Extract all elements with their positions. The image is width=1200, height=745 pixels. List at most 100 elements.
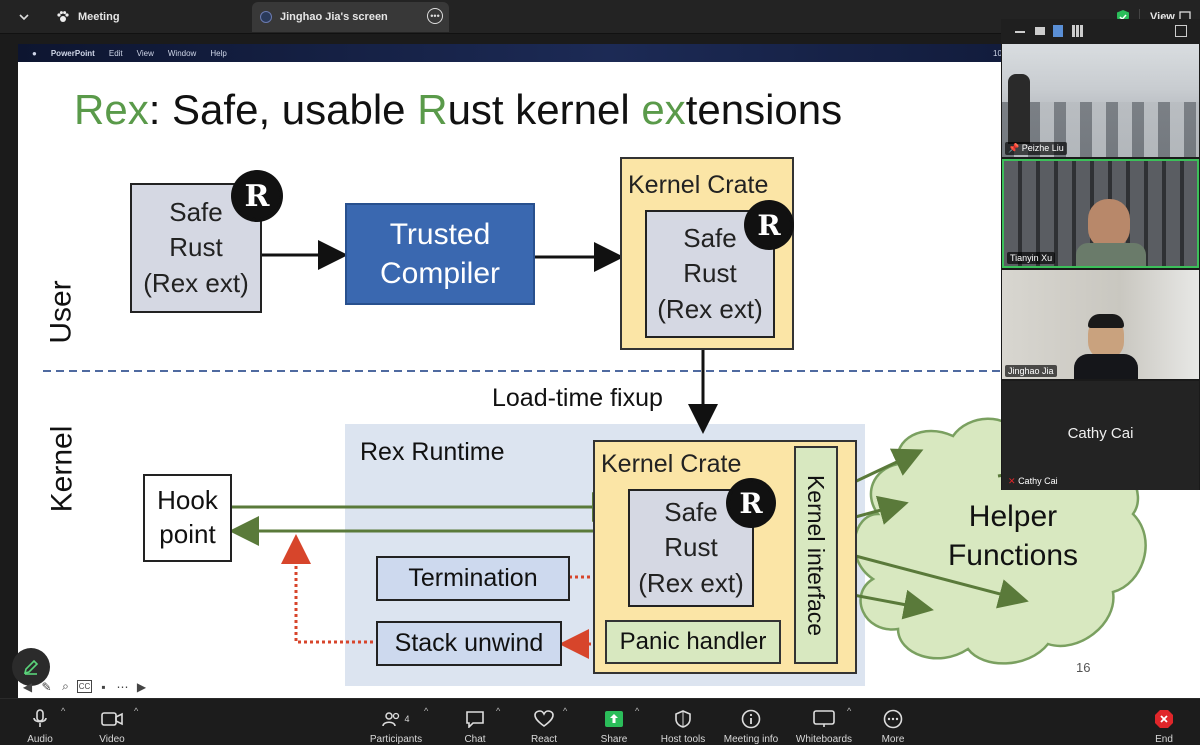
participant-name: 📌 Peizhe Liu: [1005, 142, 1067, 155]
whiteboard-icon: [813, 710, 835, 727]
slide-title: Rex: Safe, usable Rust kernel extensions: [74, 86, 842, 134]
kernel-interface-box: Kernel interface: [794, 446, 838, 664]
host-tools-button[interactable]: Host tools: [655, 701, 711, 745]
apple-icon: ●: [32, 48, 37, 58]
meeting-menu[interactable]: Meeting: [56, 0, 120, 34]
share-options-caret-icon[interactable]: ^: [635, 706, 640, 716]
title-part: : Safe, usable: [148, 86, 418, 133]
title-part: tensions: [685, 86, 843, 133]
presenter-figure: [1008, 74, 1030, 144]
prev-slide-icon[interactable]: ◀: [22, 679, 33, 694]
stack-unwind-box: Stack unwind: [376, 621, 562, 666]
video-gallery-panel: 📌 Peizhe Liu Tianyin Xu Jinghao Jia Cath…: [1001, 19, 1200, 490]
kernel-crate-label: Kernel Crate: [601, 450, 742, 478]
participants-button[interactable]: 4 Participants: [366, 701, 426, 745]
minimize-icon[interactable]: [1015, 31, 1025, 33]
hook-line: Hook: [157, 485, 218, 516]
zoom-icon[interactable]: ⌕: [62, 679, 69, 693]
more-label: More: [881, 734, 905, 745]
grid-view-icon[interactable]: [1072, 25, 1084, 37]
share-label: Share: [600, 734, 628, 745]
title-r: R: [417, 86, 448, 133]
tab-shared-screen[interactable]: Jinghao Jia's screen •••: [252, 2, 449, 32]
gallery-strip-icon[interactable]: [1053, 25, 1063, 37]
video-options-caret-icon[interactable]: ^: [134, 706, 139, 716]
whiteboards-options-caret-icon[interactable]: ^: [847, 706, 852, 716]
helper-functions-label: Helper Functions: [923, 494, 1103, 578]
participants-options-caret-icon[interactable]: ^: [424, 706, 429, 716]
kernel-label: Kernel: [45, 425, 78, 513]
ppt-menu-help: Help: [210, 48, 227, 58]
termination-box: Termination: [376, 556, 570, 601]
more-icon[interactable]: ⋯: [116, 679, 129, 694]
participant-display-name: Cathy Cai: [1067, 425, 1134, 442]
screen-share-avatar-icon: [260, 11, 272, 23]
video-tile-peizhe-liu[interactable]: 📌 Peizhe Liu: [1002, 44, 1199, 157]
user-label: User: [45, 280, 78, 344]
share-button[interactable]: Share: [594, 701, 634, 745]
video-tile-tianyin-xu[interactable]: Tianyin Xu: [1002, 159, 1199, 268]
meeting-info-label: Meeting info: [723, 734, 779, 745]
next-slide-icon[interactable]: ▶: [136, 679, 147, 694]
doc-line: Rust: [664, 532, 718, 563]
info-icon: [741, 709, 761, 729]
arrow-interface-cloud-3: [820, 533, 1029, 609]
chat-button[interactable]: Chat: [455, 701, 495, 745]
audio-options-caret-icon[interactable]: ^: [61, 706, 66, 716]
trusted-compiler-box: Trusted Compiler: [345, 203, 535, 305]
chat-options-caret-icon[interactable]: ^: [496, 706, 501, 716]
slide-page-number: 16: [1076, 660, 1091, 675]
compiler-line: Compiler: [379, 257, 501, 290]
rust-logo-icon: R: [726, 478, 776, 528]
participants-label: Participants: [369, 734, 423, 745]
meeting-info-button[interactable]: Meeting info: [720, 701, 782, 745]
annotate-pen-button[interactable]: [12, 648, 50, 686]
slide-navigation-tools: ◀ ✎ ⌕ CC ▪ ⋯ ▶: [20, 679, 149, 694]
share-screen-icon: [605, 711, 623, 727]
popout-icon[interactable]: [1175, 25, 1187, 37]
speaker-view-icon[interactable]: [1035, 27, 1045, 35]
ppt-app-name: PowerPoint: [50, 48, 95, 58]
audio-button[interactable]: Audio: [20, 701, 60, 745]
react-button[interactable]: React: [524, 701, 564, 745]
meeting-label: Meeting: [78, 11, 120, 23]
camera-icon[interactable]: ▪: [101, 679, 106, 694]
doc-line: (Rex ext): [657, 293, 763, 324]
microphone-icon: [33, 709, 47, 727]
end-call-icon: [1155, 710, 1173, 728]
doc-line: (Rex ext): [143, 267, 249, 298]
compiler-line: Trusted: [389, 218, 491, 251]
helper-line: Helper: [968, 500, 1058, 533]
hook-point-box: Hook point: [143, 474, 232, 562]
react-options-caret-icon[interactable]: ^: [563, 706, 568, 716]
title-ex: ex: [641, 86, 686, 133]
pen-tool-icon[interactable]: ✎: [41, 679, 52, 694]
arrow-unwind-to-hook: [281, 534, 373, 644]
title-part: ust kernel: [447, 86, 642, 133]
end-label: End: [1155, 734, 1173, 745]
shield-icon: [675, 710, 691, 728]
video-tile-cathy-cai[interactable]: Cathy Cai ✕ Cathy Cai: [1002, 381, 1199, 490]
video-camera-icon: [101, 712, 123, 726]
speaker-body: [1076, 243, 1146, 266]
doc-line: Safe: [683, 223, 737, 254]
arrow-interface-cloud-4: [821, 574, 934, 620]
collapse-chevron-icon[interactable]: [18, 0, 30, 34]
heart-icon: [534, 710, 554, 727]
participants-icon: [382, 712, 400, 727]
arrow-interface-cloud-2: [820, 495, 909, 540]
participants-count: 4: [404, 714, 410, 724]
end-meeting-button[interactable]: End: [1144, 701, 1184, 745]
more-button[interactable]: More: [873, 701, 913, 745]
more-options-icon[interactable]: •••: [427, 8, 443, 24]
rust-logo-icon: R: [231, 170, 283, 222]
video-button[interactable]: Video: [90, 701, 134, 745]
whiteboards-button[interactable]: Whiteboards: [792, 701, 856, 745]
whiteboards-label: Whiteboards: [795, 734, 853, 745]
arrow-interface-cloud-1: [819, 448, 924, 509]
ppt-menu-edit: Edit: [108, 48, 123, 58]
video-tile-jinghao-jia[interactable]: Jinghao Jia: [1002, 270, 1199, 379]
captions-icon[interactable]: CC: [77, 680, 92, 693]
helper-line: Functions: [947, 539, 1079, 572]
pen-icon: [23, 659, 39, 675]
